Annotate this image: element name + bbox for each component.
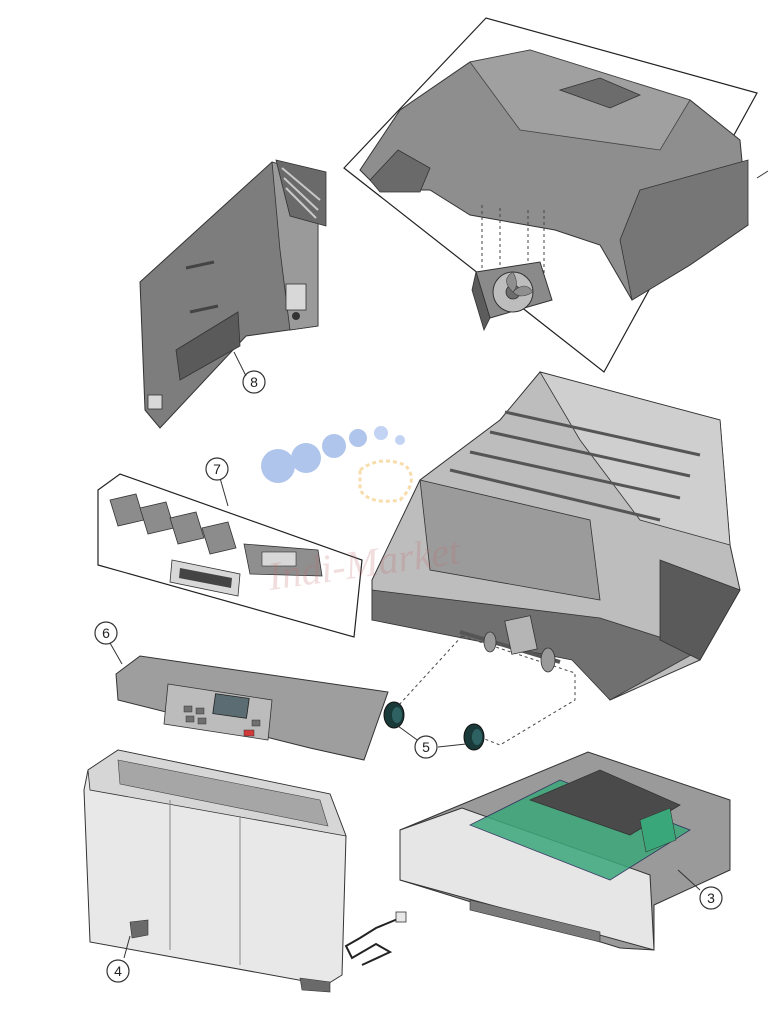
svg-text:6: 6 [102,625,110,641]
side-panel [139,159,327,429]
panel-display [212,693,250,719]
top-cover-assembly [343,17,769,373]
svg-text:3: 3 [707,890,715,906]
printer-frame [371,371,741,701]
callout-4: 4 [106,959,130,983]
callout-7: 7 [205,457,229,481]
callout-8: 8 [242,370,266,394]
callout-5: 5 [414,735,438,759]
stop-button [243,729,255,737]
callout-6: 6 [94,621,118,645]
watermark-logo [261,426,413,503]
svg-text:8: 8 [250,374,258,390]
pick-tire-right [463,723,485,751]
label-kit-frame [97,473,363,638]
cooling-fan [471,261,553,332]
svg-text:7: 7 [213,461,221,477]
front-door [83,749,407,993]
svg-text:4: 4 [114,963,122,979]
paper-tray [399,751,731,951]
operator-panel-bezel [109,642,389,761]
door-cable [344,917,401,966]
pick-roller-assembly [383,615,576,751]
svg-text:5: 5 [422,739,430,755]
callout-3: 3 [699,886,723,910]
label-kit [97,473,363,638]
pick-tire-left [383,701,405,729]
